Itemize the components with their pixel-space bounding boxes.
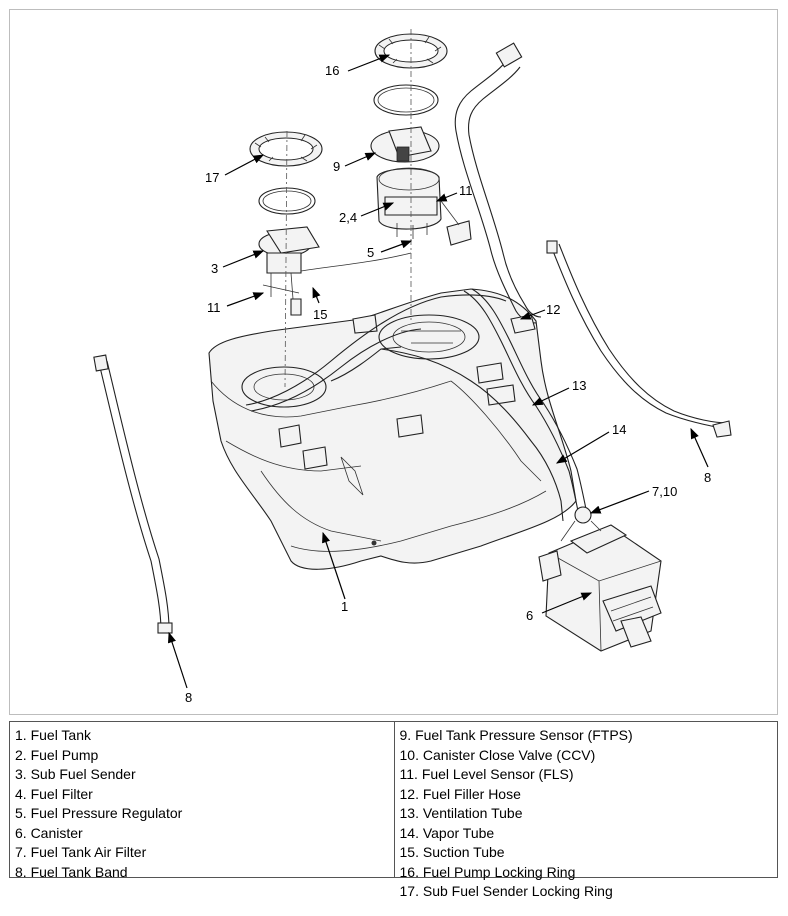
legend-column-left: 1. Fuel Tank 2. Fuel Pump 3. Sub Fuel Se…: [10, 722, 394, 880]
callout-12: 12: [546, 302, 560, 317]
diagram-frame: 16 17 9 11 2,4 5 3 11 15 12 13 14 7,10 8…: [9, 9, 778, 715]
callout-9: 9: [333, 159, 340, 174]
legend-item: 13. Ventilation Tube: [399, 805, 523, 821]
legend-item: 2. Fuel Pump: [15, 746, 99, 763]
legend-item: 14. Vapor Tube: [399, 824, 495, 841]
callout-1: 1: [341, 599, 348, 614]
callout-2-4: 2,4: [339, 210, 357, 225]
callout-14: 14: [612, 422, 626, 437]
fuel-tank-band-right: [546, 240, 732, 438]
callout-8-left: 8: [185, 690, 192, 705]
fuel-pump-locking-ring: [374, 33, 448, 69]
fuel-pump-o-ring: [373, 84, 439, 116]
fuel-tank-band-left: [93, 354, 173, 634]
legend-item: 9. Fuel Tank Pressure Sensor (FTPS): [399, 727, 633, 743]
fuel-system-diagram: 16 17 9 11 2,4 5 3 11 15 12 13 14 7,10 8…: [93, 29, 732, 705]
fuel-tank: [208, 288, 577, 570]
legend-item: 5. Fuel Pressure Regulator: [15, 805, 183, 821]
legend-item: 8. Fuel Tank Band: [15, 863, 128, 880]
legend-item: 1. Fuel Tank: [15, 727, 92, 743]
legend-item: 7. Fuel Tank Air Filter: [15, 844, 147, 860]
parts-legend: 1. Fuel Tank 2. Fuel Pump 3. Sub Fuel Se…: [9, 721, 778, 899]
tank-tubes: [245, 294, 507, 412]
callout-3: 3: [211, 261, 218, 276]
callout-16: 16: [325, 63, 339, 78]
callout-7-10: 7,10: [652, 484, 677, 499]
legend-item: 3. Sub Fuel Sender: [15, 766, 136, 782]
ventilation-and-vapor-tubes: [380, 288, 588, 522]
legend-item: 11. Fuel Level Sensor (FLS): [399, 766, 574, 782]
callout-11-left: 11: [207, 300, 221, 315]
callout-15: 15: [313, 307, 327, 322]
sub-fuel-sender-locking-ring: [249, 131, 323, 167]
legend-item: 15. Suction Tube: [399, 844, 505, 860]
leader-lines: [167, 54, 709, 689]
canister: [538, 506, 662, 652]
callout-11-top: 11: [459, 183, 473, 198]
callout-13: 13: [572, 378, 586, 393]
callouts: 16 17 9 11 2,4 5 3 11 15 12 13 14 7,10 8…: [185, 63, 711, 705]
callout-17: 17: [205, 170, 219, 185]
legend-column-right: 9. Fuel Tank Pressure Sensor (FTPS) 10. …: [393, 722, 778, 899]
callout-5: 5: [367, 245, 374, 260]
legend-item: 4. Fuel Filter: [15, 785, 93, 802]
callout-6: 6: [526, 608, 533, 623]
legend-item: 6. Canister: [15, 824, 83, 841]
sub-sender-o-ring: [258, 187, 316, 215]
legend-item: 16. Fuel Pump Locking Ring: [399, 863, 576, 880]
legend-item: 10. Canister Close Valve (CCV): [399, 746, 596, 763]
legend-item: 17. Sub Fuel Sender Locking Ring: [399, 883, 613, 899]
sub-fuel-sender: [258, 226, 412, 316]
assembly-centerlines: [284, 29, 412, 388]
legend-item: 12. Fuel Filler Hose: [399, 785, 521, 802]
callout-8-right: 8: [704, 470, 711, 485]
fuel-pump-module: [370, 126, 472, 246]
